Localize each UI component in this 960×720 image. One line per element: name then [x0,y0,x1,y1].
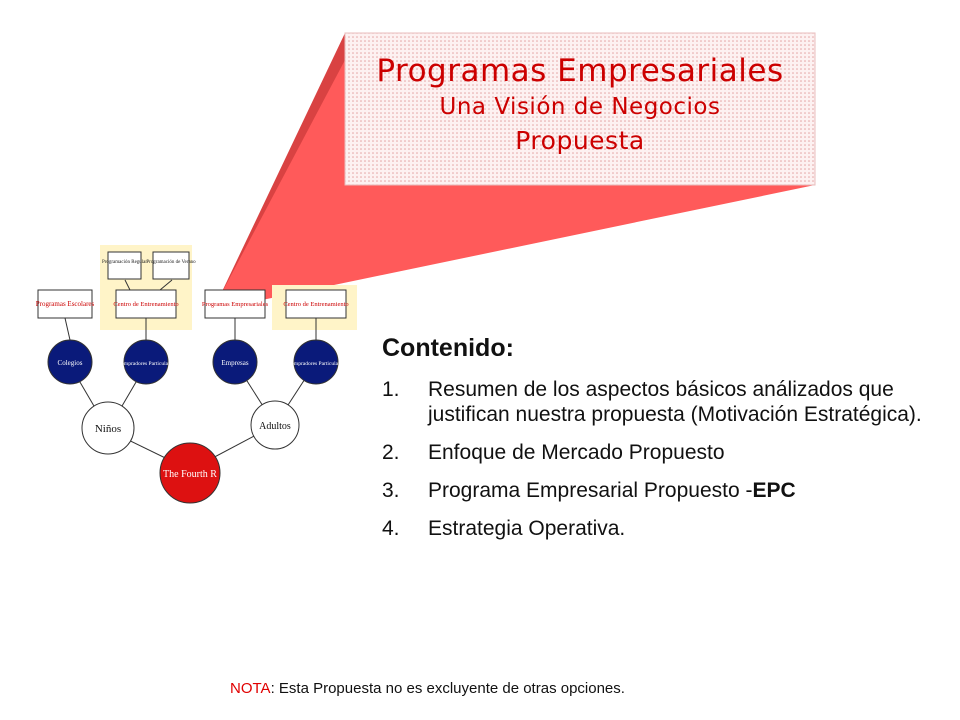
slide-tagline: Propuesta [515,126,645,155]
program-label-corporate: Programas Empresariales [202,301,269,308]
list-item-text-main: Enfoque de Mercado Propuesto [428,441,725,464]
client-label-buyers-kids: Compradores Particulares [118,361,175,367]
client-node [123,339,169,385]
program-box [285,289,347,319]
list-item-text-main: Resumen de los aspectos básicos análizad… [428,378,922,426]
client-label-schools: Colegios [58,359,83,367]
contents-list: 1. Resumen de los aspectos básicos análi… [382,377,922,541]
segment-node [81,401,135,455]
footer-note: NOTA: Esta Propuesta no es excluyente de… [230,680,625,697]
callout-pointer-shadow [218,33,345,300]
list-item-number: 2. [382,441,400,464]
list-item: 1. Resumen de los aspectos básicos análi… [382,377,922,427]
client-node [212,339,258,385]
hierarchy-diagram: Programación Regular Programación de Ver… [36,245,357,504]
sub-program-box [152,251,190,280]
contents-heading: Contenido: [382,334,514,362]
program-box [115,289,177,319]
sub-program-summer: Programación de Verano [146,260,196,265]
contents-section: Contenido: 1. Resumen de los aspectos bá… [382,334,922,554]
note-text: : Esta Propuesta no es excluyente de otr… [270,680,625,697]
list-item-number: 1. [382,378,400,401]
list-item-text-main: Estrategia Operativa. [428,517,626,540]
program-label-training-adults: Centro de Entrenamiento [283,301,348,308]
list-item-text-bold: EPC [752,479,796,502]
slide-title: Programas Empresariales [376,53,784,89]
list-item: 4. Estrategia Operativa. [382,516,922,541]
program-label-schools: Programas Escolares [36,300,95,308]
client-label-companies: Empresas [221,359,248,367]
sub-program-box [107,251,142,280]
list-item: 2. Enfoque de Mercado Propuesto [382,440,922,465]
list-item-text: Programa Empresarial Propuesto -EPC [428,478,922,503]
root-node [159,442,221,504]
note-label: NOTA [230,680,271,697]
callout-pointer [218,60,815,300]
callout-box [344,32,816,186]
program-box [204,289,266,319]
client-node [293,339,339,385]
root-label: The Fourth R [163,469,217,480]
title-box: Programas Empresariales Una Visión de Ne… [345,33,815,185]
list-item-text: Estrategia Operativa. [428,516,922,541]
segment-node [250,400,300,450]
list-item-text: Resumen de los aspectos básicos análizad… [428,377,922,427]
list-item-number: 4. [382,517,400,540]
client-label-buyers-adults: Compradores Particulares [288,361,345,367]
slide-subtitle: Una Visión de Negocios [439,94,721,120]
list-item-text-main: Programa Empresarial Propuesto - [428,479,753,502]
list-item: 3. Programa Empresarial Propuesto -EPC [382,478,922,503]
client-node [47,339,93,385]
list-item-number: 3. [382,479,400,502]
list-item-text: Enfoque de Mercado Propuesto [428,440,922,465]
program-label-training-kids: Centro de Entrenamiento [113,301,178,308]
segment-label-adults: Adultos [259,421,291,432]
program-box [37,289,93,319]
sub-program-regular: Programación Regular [102,260,147,265]
segment-label-kids: Niños [95,423,121,435]
